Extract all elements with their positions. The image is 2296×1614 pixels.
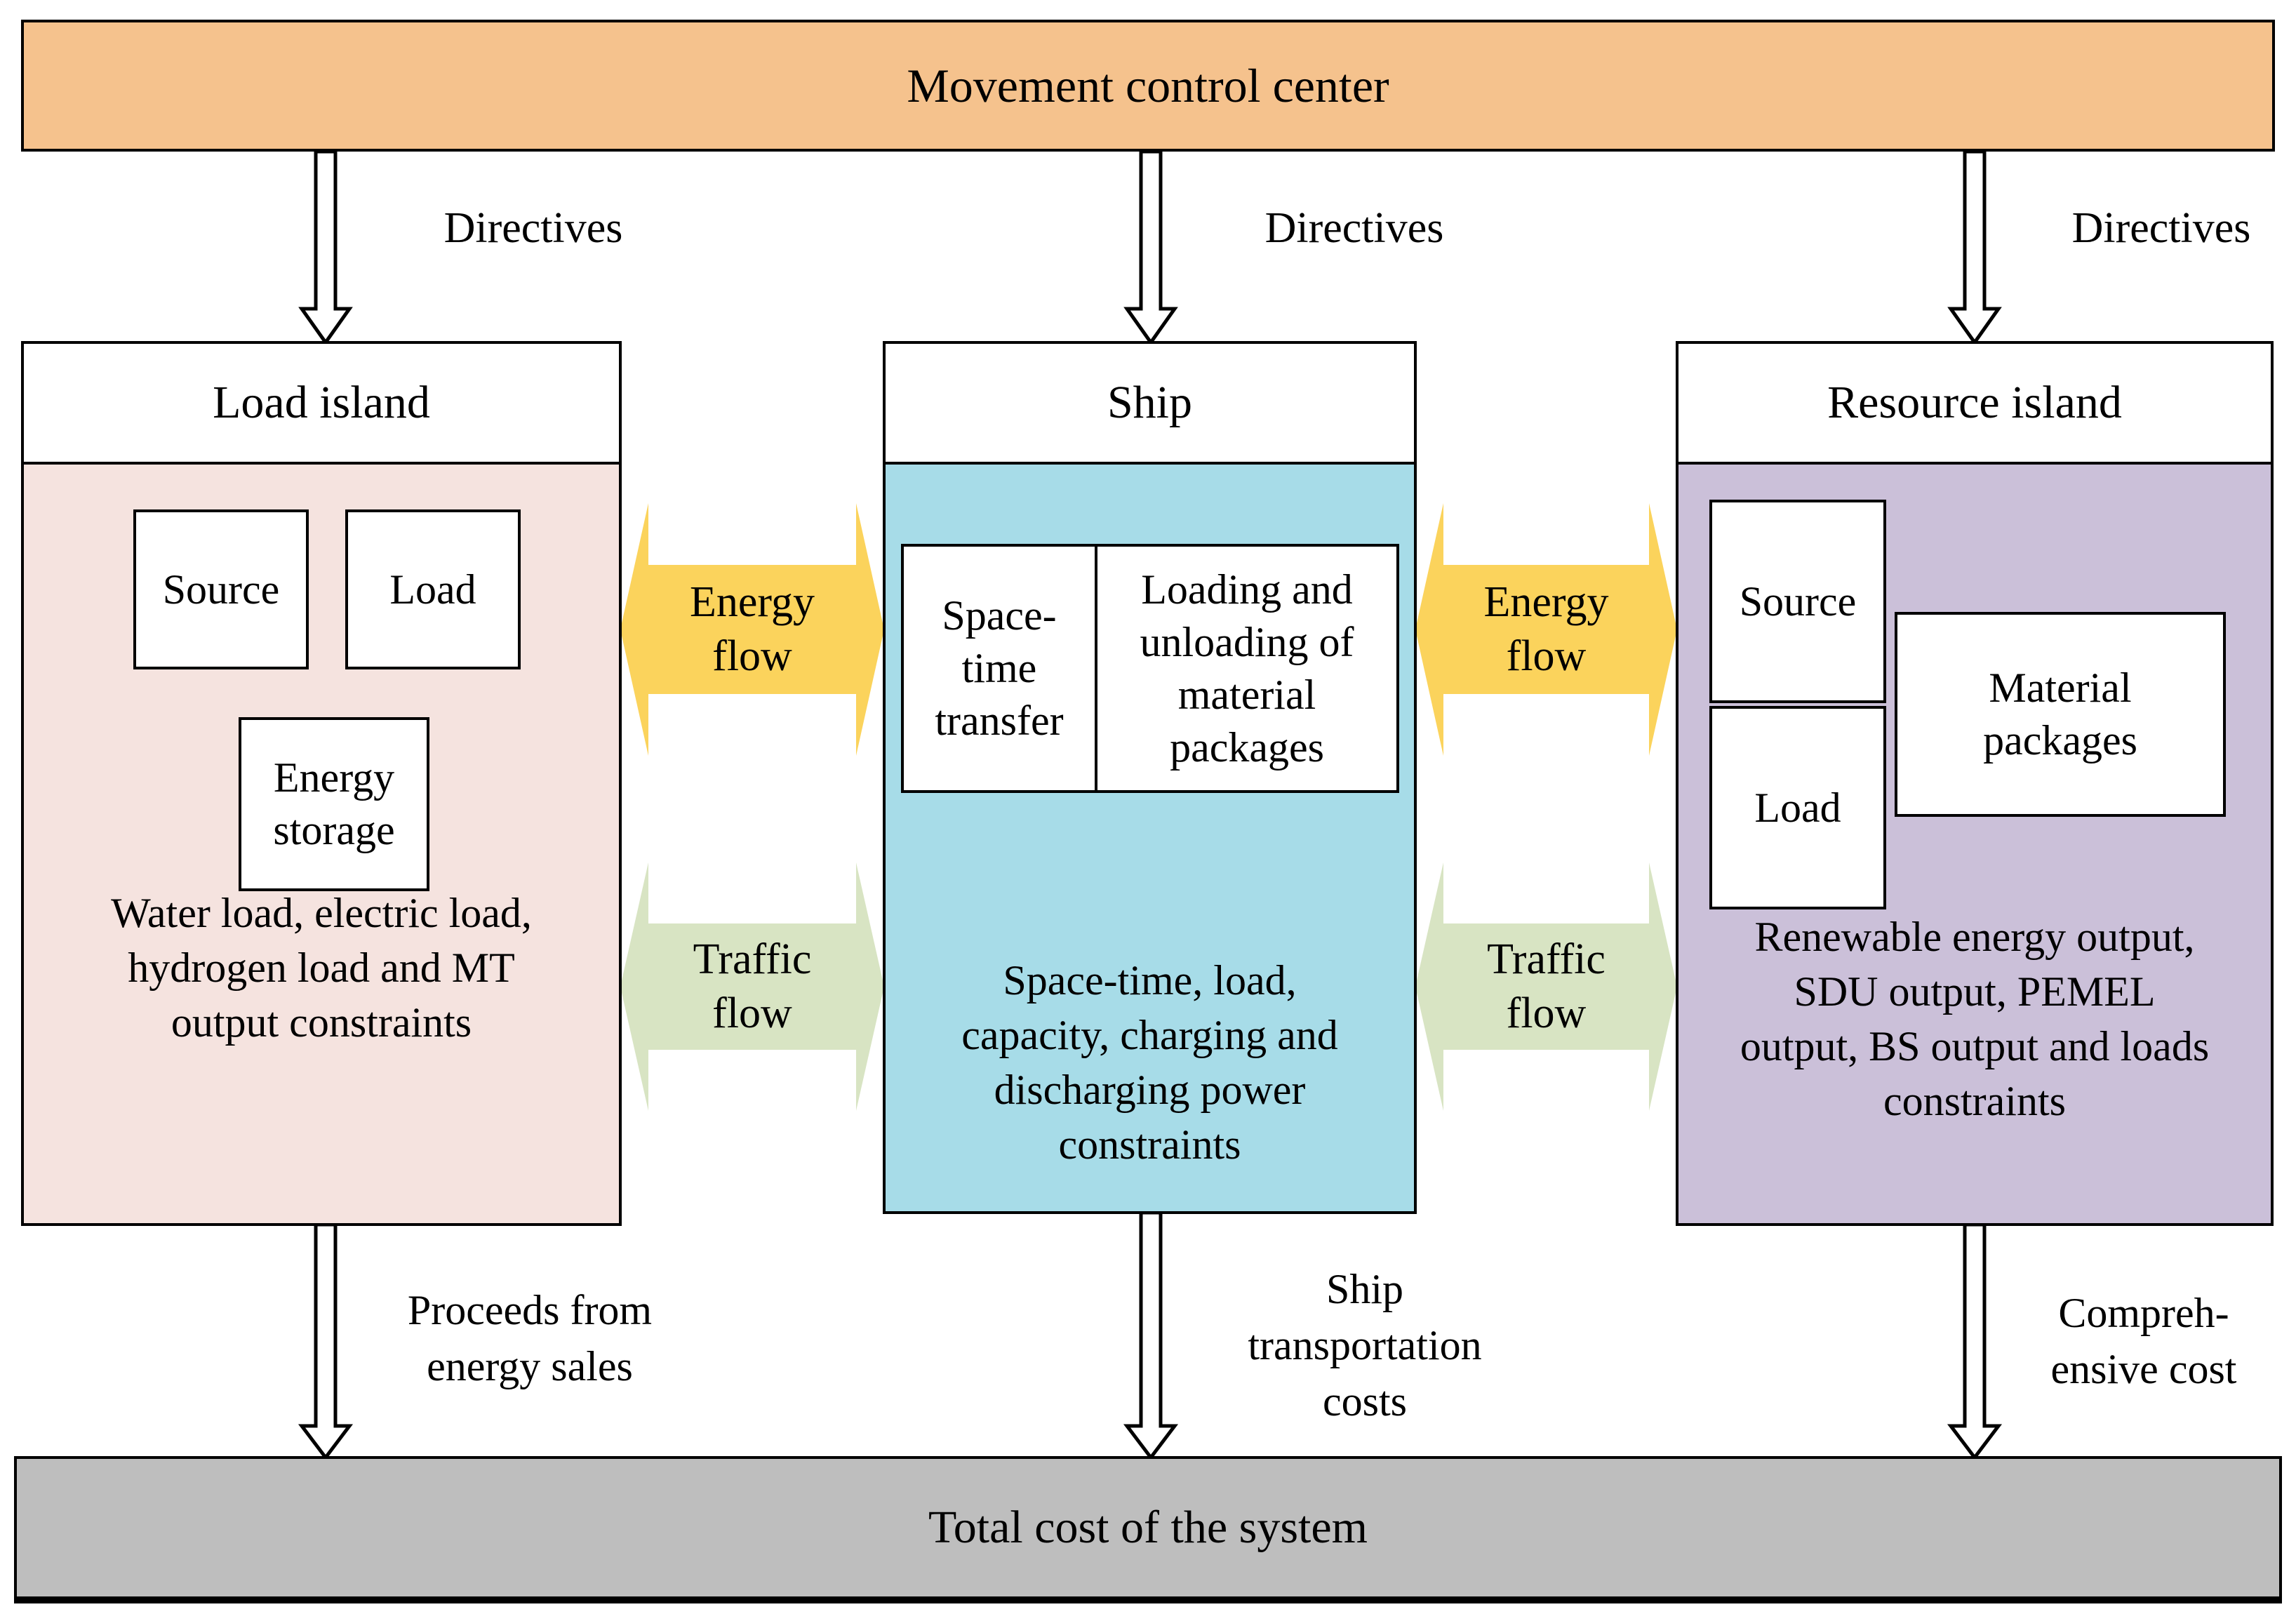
space-time-transfer-cell: Space- time transfer	[904, 547, 1097, 790]
source-box: Source	[1709, 500, 1886, 703]
constraint-line: output constraints	[171, 999, 472, 1046]
cell-line: packages	[1170, 723, 1324, 771]
total-cost-box: Total cost of the system	[14, 1456, 2282, 1603]
movement-control-center-label: Movement control center	[907, 58, 1389, 112]
constraint-line: Renewable energy output,	[1754, 914, 2195, 960]
directives-arrow-ship	[1123, 149, 1178, 346]
directives-label-resource: Directives	[2071, 204, 2251, 252]
proceeds-label: Proceeds from energy sales	[365, 1283, 695, 1395]
flow-line: Traffic	[693, 935, 812, 983]
ship-body: Space- time transfer Loading and unloadi…	[886, 465, 1414, 1211]
flow-line: Energy	[690, 578, 815, 626]
flow-line: flow	[712, 989, 792, 1037]
constraint-line: constraints	[1883, 1078, 2066, 1124]
constraint-line: Water load, electric load,	[111, 890, 532, 936]
load-box: Load	[1709, 706, 1886, 909]
source-label: Source	[162, 566, 280, 613]
resource-island-body: Source Load Material packages Renewable …	[1678, 465, 2271, 1223]
ship-box: Ship Space- time transfer Loading and un…	[883, 341, 1417, 1214]
energy-flow-label-left: Energy flow	[623, 565, 881, 694]
cell-line: Space-	[942, 592, 1057, 639]
ship-transportation-costs-label: Ship transportation costs	[1193, 1262, 1537, 1429]
material-packages-box: Material packages	[1895, 612, 2226, 817]
resource-island-box: Resource island Source Load Material pac…	[1676, 341, 2274, 1226]
total-cost-label: Total cost of the system	[928, 1502, 1368, 1553]
flow-line: flow	[1506, 989, 1587, 1037]
constraint-line: output, BS output and loads	[1740, 1023, 2210, 1069]
traffic-flow-label-left: Traffic flow	[623, 923, 881, 1050]
traffic-flow-label-right: Traffic flow	[1418, 923, 1674, 1050]
flow-line: Energy	[1483, 578, 1609, 626]
cell-line: material	[1177, 671, 1316, 718]
cell-line: time	[961, 645, 1037, 691]
flow-line: Traffic	[1487, 935, 1606, 983]
ship-split-box: Space- time transfer Loading and unloadi…	[901, 544, 1399, 793]
ship-title: Ship	[886, 344, 1414, 465]
cost-line: transportation	[1248, 1321, 1482, 1368]
storage-line: storage	[273, 807, 395, 853]
source-label: Source	[1739, 578, 1857, 625]
cost-arrow-load	[298, 1222, 354, 1461]
material-line: Material	[1989, 665, 2132, 711]
cost-arrow-ship	[1123, 1210, 1179, 1461]
loading-unloading-cell: Loading and unloading of material packag…	[1097, 547, 1396, 790]
cell-line: unloading of	[1140, 618, 1354, 665]
ship-constraints: Space-time, load, capacity, charging and…	[886, 953, 1414, 1172]
movement-control-center-box: Movement control center	[21, 20, 2275, 152]
constraint-line: hydrogen load and MT	[128, 945, 515, 991]
load-island-box: Load island Source Load Energy storage W…	[21, 341, 622, 1226]
energy-storage-box: Energy storage	[239, 717, 429, 891]
resource-island-title: Resource island	[1678, 344, 2271, 465]
directives-label-left: Directives	[443, 204, 623, 252]
energy-flow-label-right: Energy flow	[1418, 565, 1674, 694]
constraint-line: SDU output, PEMEL	[1794, 968, 2156, 1015]
constraint-line: discharging power	[994, 1067, 1306, 1113]
material-line: packages	[1983, 717, 2137, 763]
flow-line: flow	[712, 632, 792, 680]
resource-island-constraints: Renewable energy output, SDU output, PEM…	[1678, 909, 2271, 1128]
load-island-body: Source Load Energy storage Water load, e…	[24, 465, 619, 1223]
comprehensive-cost-label: Compreh- ensive cost	[1996, 1286, 2291, 1398]
cell-line: Loading and	[1141, 566, 1353, 613]
cost-arrow-resource	[1947, 1222, 2003, 1461]
load-island-title: Load island	[24, 344, 619, 465]
directives-arrow-resource	[1947, 149, 2002, 346]
constraint-line: constraints	[1058, 1121, 1241, 1168]
cost-line: Compreh-	[2058, 1290, 2229, 1336]
load-box: Load	[345, 509, 521, 669]
cost-line: Ship	[1326, 1266, 1404, 1312]
directives-arrow-load	[298, 149, 353, 346]
cost-line: ensive cost	[2050, 1345, 2237, 1392]
load-label: Load	[1754, 784, 1841, 831]
load-label: Load	[389, 566, 476, 613]
source-box: Source	[133, 509, 309, 669]
load-island-constraints: Water load, electric load, hydrogen load…	[24, 886, 619, 1050]
cell-line: transfer	[935, 698, 1064, 744]
constraint-line: Space-time, load,	[1003, 957, 1297, 1003]
cost-line: costs	[1323, 1378, 1407, 1425]
cost-line: energy sales	[427, 1342, 633, 1389]
constraint-line: capacity, charging and	[961, 1012, 1338, 1058]
flow-line: flow	[1506, 632, 1587, 680]
directives-label-ship: Directives	[1264, 204, 1444, 252]
cost-line: Proceeds from	[407, 1287, 653, 1333]
storage-line: Energy	[273, 754, 395, 801]
